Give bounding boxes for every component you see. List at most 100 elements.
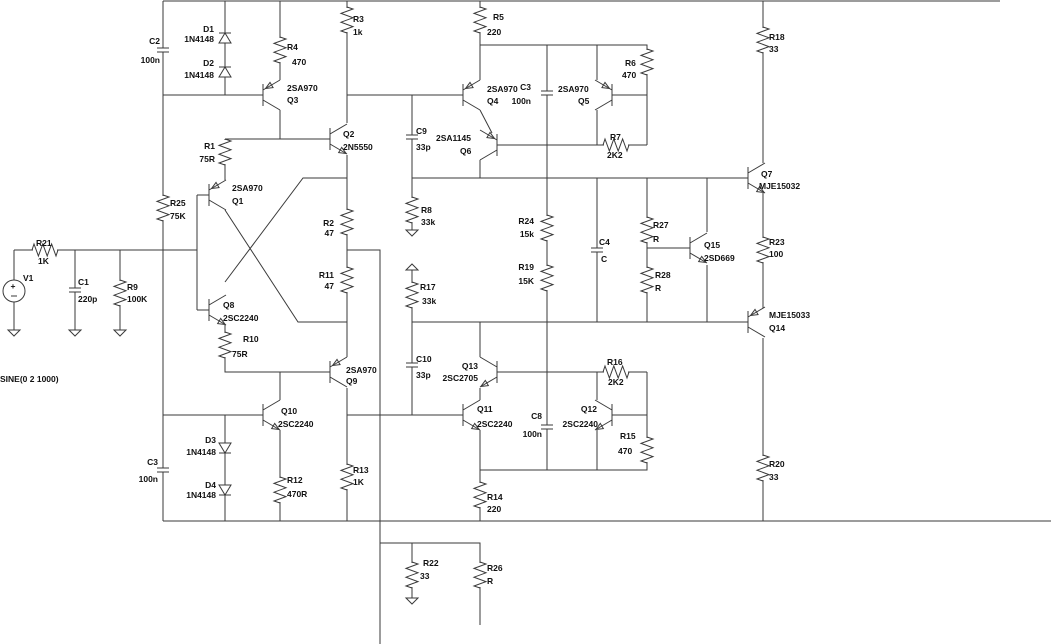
R7-resistor-symbol [602,137,630,153]
labels: SINE(0 2 1000) V1R211KC1220pR9100KC2100n… [0,12,810,586]
component-value-c10: 33p [416,370,431,380]
R9-resistor-symbol [112,279,128,307]
R13-resistor-symbol [339,463,355,491]
R12-resistor-symbol [272,476,288,504]
component-value-d1: 1N4148 [184,34,214,44]
R20-resistor-symbol [755,454,771,482]
component-value-c3b: 100n [139,474,158,484]
component-ref-r2: R2 [323,218,334,228]
component-ref-q10: Q10 [281,406,297,416]
component-ref-r28: R28 [655,270,671,280]
component-value-q15: 2SD669 [704,253,735,263]
component-ref-q2: Q2 [343,129,355,139]
Q15-lead [689,252,708,264]
Q2-lead [329,123,348,135]
R4-resistor-symbol [272,36,288,64]
Q6-lead [479,149,498,161]
component-value-q6: 2SA1145 [436,133,471,143]
R8-resistor-symbol [404,196,420,224]
Q13-lead [479,356,498,368]
component-value-r3: 1k [353,27,363,37]
component-ref-r15: R15 [620,431,636,441]
component-value-r10: 75R [232,349,248,359]
Q3-emitter-arrow [264,81,274,90]
Q5-emitter-arrow [601,81,611,90]
component-value-c8: 100n [523,429,542,439]
R3-resistor-symbol [339,6,355,34]
component-value-q10: 2SC2240 [278,419,314,429]
component-ref-r1: R1 [204,141,215,151]
component-ref-q8: Q8 [223,300,235,310]
component-ref-d1: D1 [203,24,214,34]
component-ref-c1: C1 [78,277,89,287]
component-value-r16: 2K2 [608,377,624,387]
D4-diode-icon [218,484,232,496]
D1-diode-icon [218,32,232,44]
Q5-lead [594,99,613,111]
component-value-q12: 2SC2240 [563,419,599,429]
R22-resistor-symbol [404,561,420,589]
Q9-lead [329,376,348,388]
component-ref-r5: R5 [493,12,504,22]
R14-resistor-symbol [472,481,488,509]
component-ref-r8: R8 [421,205,432,215]
component-ref-r11: R11 [319,270,334,280]
component-ref-r27: R27 [653,220,669,230]
component-ref-q12: Q12 [581,404,597,414]
component-ref-r17: R17 [420,282,436,292]
ground-icon [404,229,420,237]
component-ref-c9: C9 [416,126,427,136]
component-ref-r14: R14 [487,492,503,502]
ground-icon [6,329,22,337]
component-ref-q11: Q11 [477,404,493,414]
R6-resistor-symbol [639,48,655,76]
component-value-d2: 1N4148 [184,70,214,80]
plus-sign: + [11,281,16,291]
wire [480,372,648,471]
component-value-r2: 47 [325,228,335,238]
components: + [2,6,771,605]
Q15-lead [689,232,708,244]
ground-icon [67,329,83,337]
component-ref-q6: Q6 [460,146,472,156]
Q13-emitter-arrow [479,379,490,388]
component-value-r26: R [487,576,493,586]
component-value-d3: 1N4148 [186,447,216,457]
component-value-c4: C [601,254,607,264]
R28-resistor-symbol [639,266,655,294]
component-ref-q1: Q1 [232,196,244,206]
Q2-lead [329,143,348,155]
ground-icon [404,597,420,605]
component-value-r8: 33k [421,217,435,227]
component-value-q1: 2SA970 [232,183,263,193]
component-value-r19: 15K [518,276,534,286]
Q8-emitter-arrow [216,317,227,326]
Q2-emitter-arrow [337,146,348,155]
wire [224,209,347,323]
component-value-r17: 33k [422,296,436,306]
wire [380,542,481,625]
component-ref-r22: R22 [423,558,439,568]
component-value-c9: 33p [416,142,431,152]
component-value-r24: 15k [520,229,534,239]
component-value-q9: 2SA970 [346,365,377,375]
component-value-r25: 75K [170,211,186,221]
component-value-q7: MJE15032 [759,181,800,191]
ground-icon [112,329,128,337]
Q7-lead [747,162,766,174]
Q11-emitter-arrow [470,422,481,431]
Q11-lead [462,419,481,431]
component-value-r20: 33 [769,472,779,482]
D3-diode-icon [218,442,232,454]
source-spec: SINE(0 2 1000) [0,374,59,384]
Q10-emitter-arrow [270,422,281,431]
component-value-d4: 1N4148 [186,490,216,500]
component-ref-c10: C10 [416,354,432,364]
R5-resistor-symbol [472,6,488,34]
Q4-lead [462,99,481,111]
component-ref-r6: R6 [625,58,636,68]
component-value-q4: 2SA970 [487,84,518,94]
component-value-r13: 1K [353,477,365,487]
component-ref-q7: Q7 [761,169,773,179]
